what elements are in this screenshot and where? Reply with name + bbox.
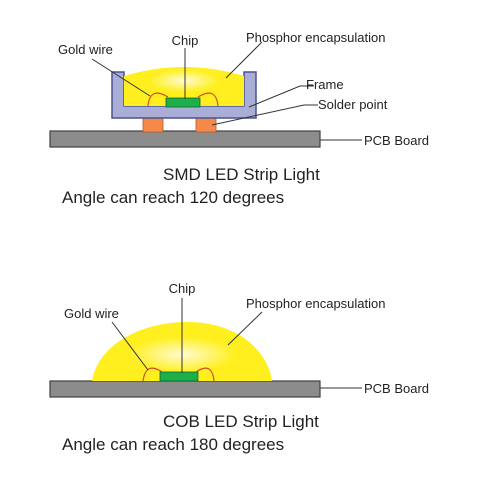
- cob-pcb-label: PCB Board: [364, 381, 429, 396]
- cob-gold-wire-left: [142, 367, 163, 382]
- cob-caption-title: COB LED Strip Light: [163, 412, 319, 431]
- smd-gold-wire-label: Gold wire: [58, 42, 113, 57]
- smd-gold-wire-right: [197, 92, 219, 107]
- smd-phosphor-leader: [225, 41, 263, 79]
- smd-chip: [165, 97, 201, 108]
- smd-caption-title: SMD LED Strip Light: [163, 165, 320, 184]
- smd-caption-angle: Angle can reach 120 degrees: [62, 188, 284, 207]
- cob-gold-wire-label: Gold wire: [64, 306, 119, 321]
- cob-chip-label: Chip: [169, 281, 196, 296]
- smd-frame-leader: [248, 85, 314, 108]
- cob-pcb-board: [49, 380, 321, 398]
- smd-gold-wire-leader: [91, 58, 151, 97]
- smd-gold-wire-left: [147, 92, 169, 107]
- cob-phosphor-label: Phosphor encapsulation: [246, 296, 386, 311]
- smd-pcb-board: [49, 130, 321, 148]
- cob-gold-wire-right: [195, 367, 215, 382]
- smd-solder-label: Solder point: [318, 97, 388, 112]
- smd-frame-label: Frame: [306, 77, 344, 92]
- smd-chip-label: Chip: [172, 33, 199, 48]
- smd-phosphor-label: Phosphor encapsulation: [246, 30, 386, 45]
- smd-phosphor-encapsulation: [124, 67, 244, 106]
- smd-solder-leader: [211, 104, 318, 126]
- cob-diagram: Chip Gold wire Phosphor encapsulation PC…: [49, 281, 429, 454]
- smd-diagram: Chip Gold wire Phosphor encapsulation Fr…: [49, 30, 429, 207]
- cob-caption-angle: Angle can reach 180 degrees: [62, 435, 284, 454]
- cob-chip: [159, 371, 199, 382]
- smd-solder-point-left: [142, 116, 164, 133]
- smd-pcb-label: PCB Board: [364, 133, 429, 148]
- cob-gold-wire-leader: [111, 321, 149, 371]
- cob-phosphor-leader: [227, 311, 263, 346]
